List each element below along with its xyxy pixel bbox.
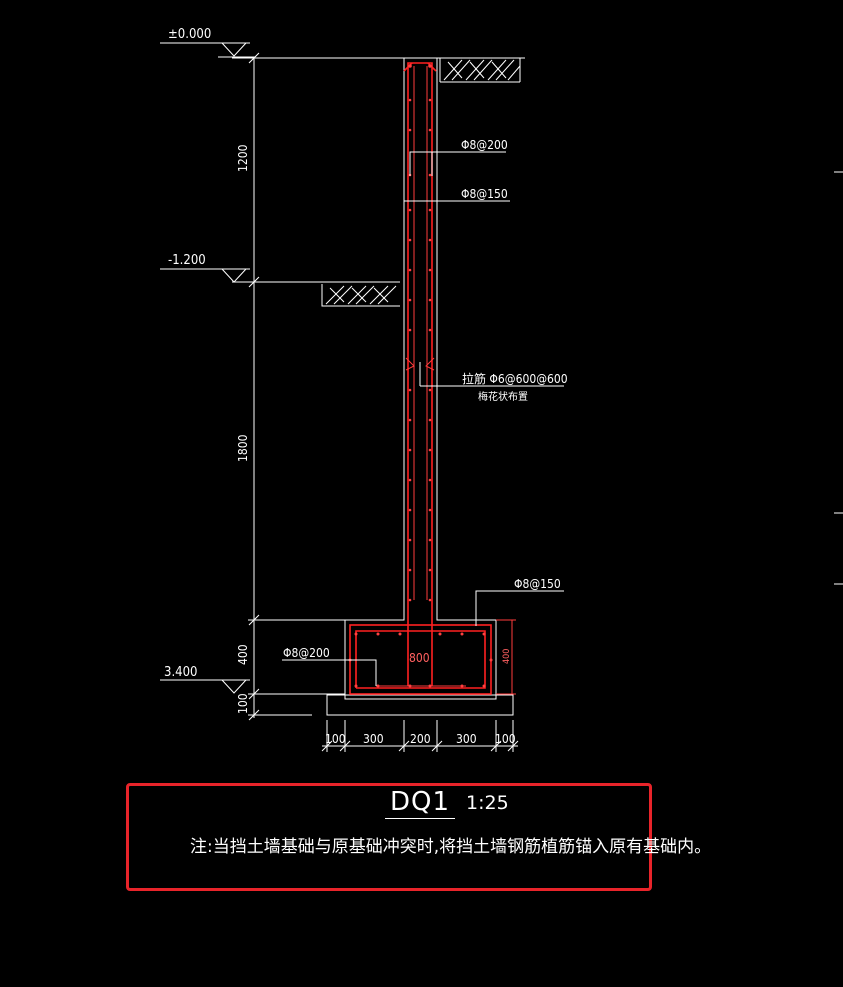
tie-marks: [405, 357, 435, 371]
dim-h-4: 100: [495, 732, 516, 746]
note-text: 注:当挡土墙基础与原基础冲突时,将挡土墙钢筋植筋锚入原有基础内。: [190, 837, 712, 857]
footing-dim-right-label: 400: [502, 649, 512, 664]
footing-dim-right: 400: [496, 619, 516, 695]
dimension-vertical: 1200 1800 400 100: [236, 52, 345, 721]
level-bottom-label: 3.400: [164, 665, 197, 680]
leader-footing-top: Φ8@150: [475, 577, 564, 626]
dim-1200: 1200: [236, 144, 250, 172]
note-highlight-box: [126, 783, 652, 891]
drawing-scale: 1:25: [466, 792, 509, 814]
dim-h-2: 200: [410, 732, 431, 746]
label-tie-sub: 梅花状布置: [478, 390, 528, 403]
dim-h-0: 100: [325, 732, 346, 746]
rebar-wall: [403, 62, 437, 686]
wall-outline: [326, 57, 514, 716]
leader-tie: 拉筋 Φ6@600@600 梅花状布置: [419, 362, 568, 403]
leader-horizontal-150: Φ8@150: [404, 187, 510, 202]
dim-h-1: 300: [363, 732, 384, 746]
label-tie: 拉筋 Φ6@600@600: [462, 371, 568, 386]
level-marker-mid: -1.200: [160, 253, 250, 283]
edge-marks: [834, 171, 843, 585]
drawing-title: DQ1: [385, 786, 455, 819]
leader-footing-bottom: Φ8@200: [282, 646, 377, 686]
label-phi8-150: Φ8@150: [461, 187, 508, 201]
label-footing-bottom: Φ8@200: [283, 646, 330, 660]
level-marker-bottom: 3.400: [160, 665, 250, 694]
footing-width-label: 800: [409, 651, 430, 665]
label-phi8-200: Φ8@200: [461, 138, 508, 152]
leader-vertical-200: Φ8@200: [409, 138, 508, 176]
soil-hatch-mid: [321, 284, 400, 307]
dim-100: 100: [236, 693, 250, 714]
level-top-label: ±0.000: [168, 27, 211, 42]
label-footing-top: Φ8@150: [514, 577, 561, 591]
rebar-dots: [348, 64, 493, 688]
soil-hatch-top: [439, 58, 521, 83]
dim-1800: 1800: [236, 434, 250, 462]
dim-400: 400: [236, 644, 250, 665]
dimension-horizontal: 100 300 200 300 100: [321, 720, 519, 752]
level-mid-label: -1.200: [168, 253, 206, 268]
dim-h-3: 300: [456, 732, 477, 746]
level-marker-top: ±0.000: [160, 27, 255, 58]
